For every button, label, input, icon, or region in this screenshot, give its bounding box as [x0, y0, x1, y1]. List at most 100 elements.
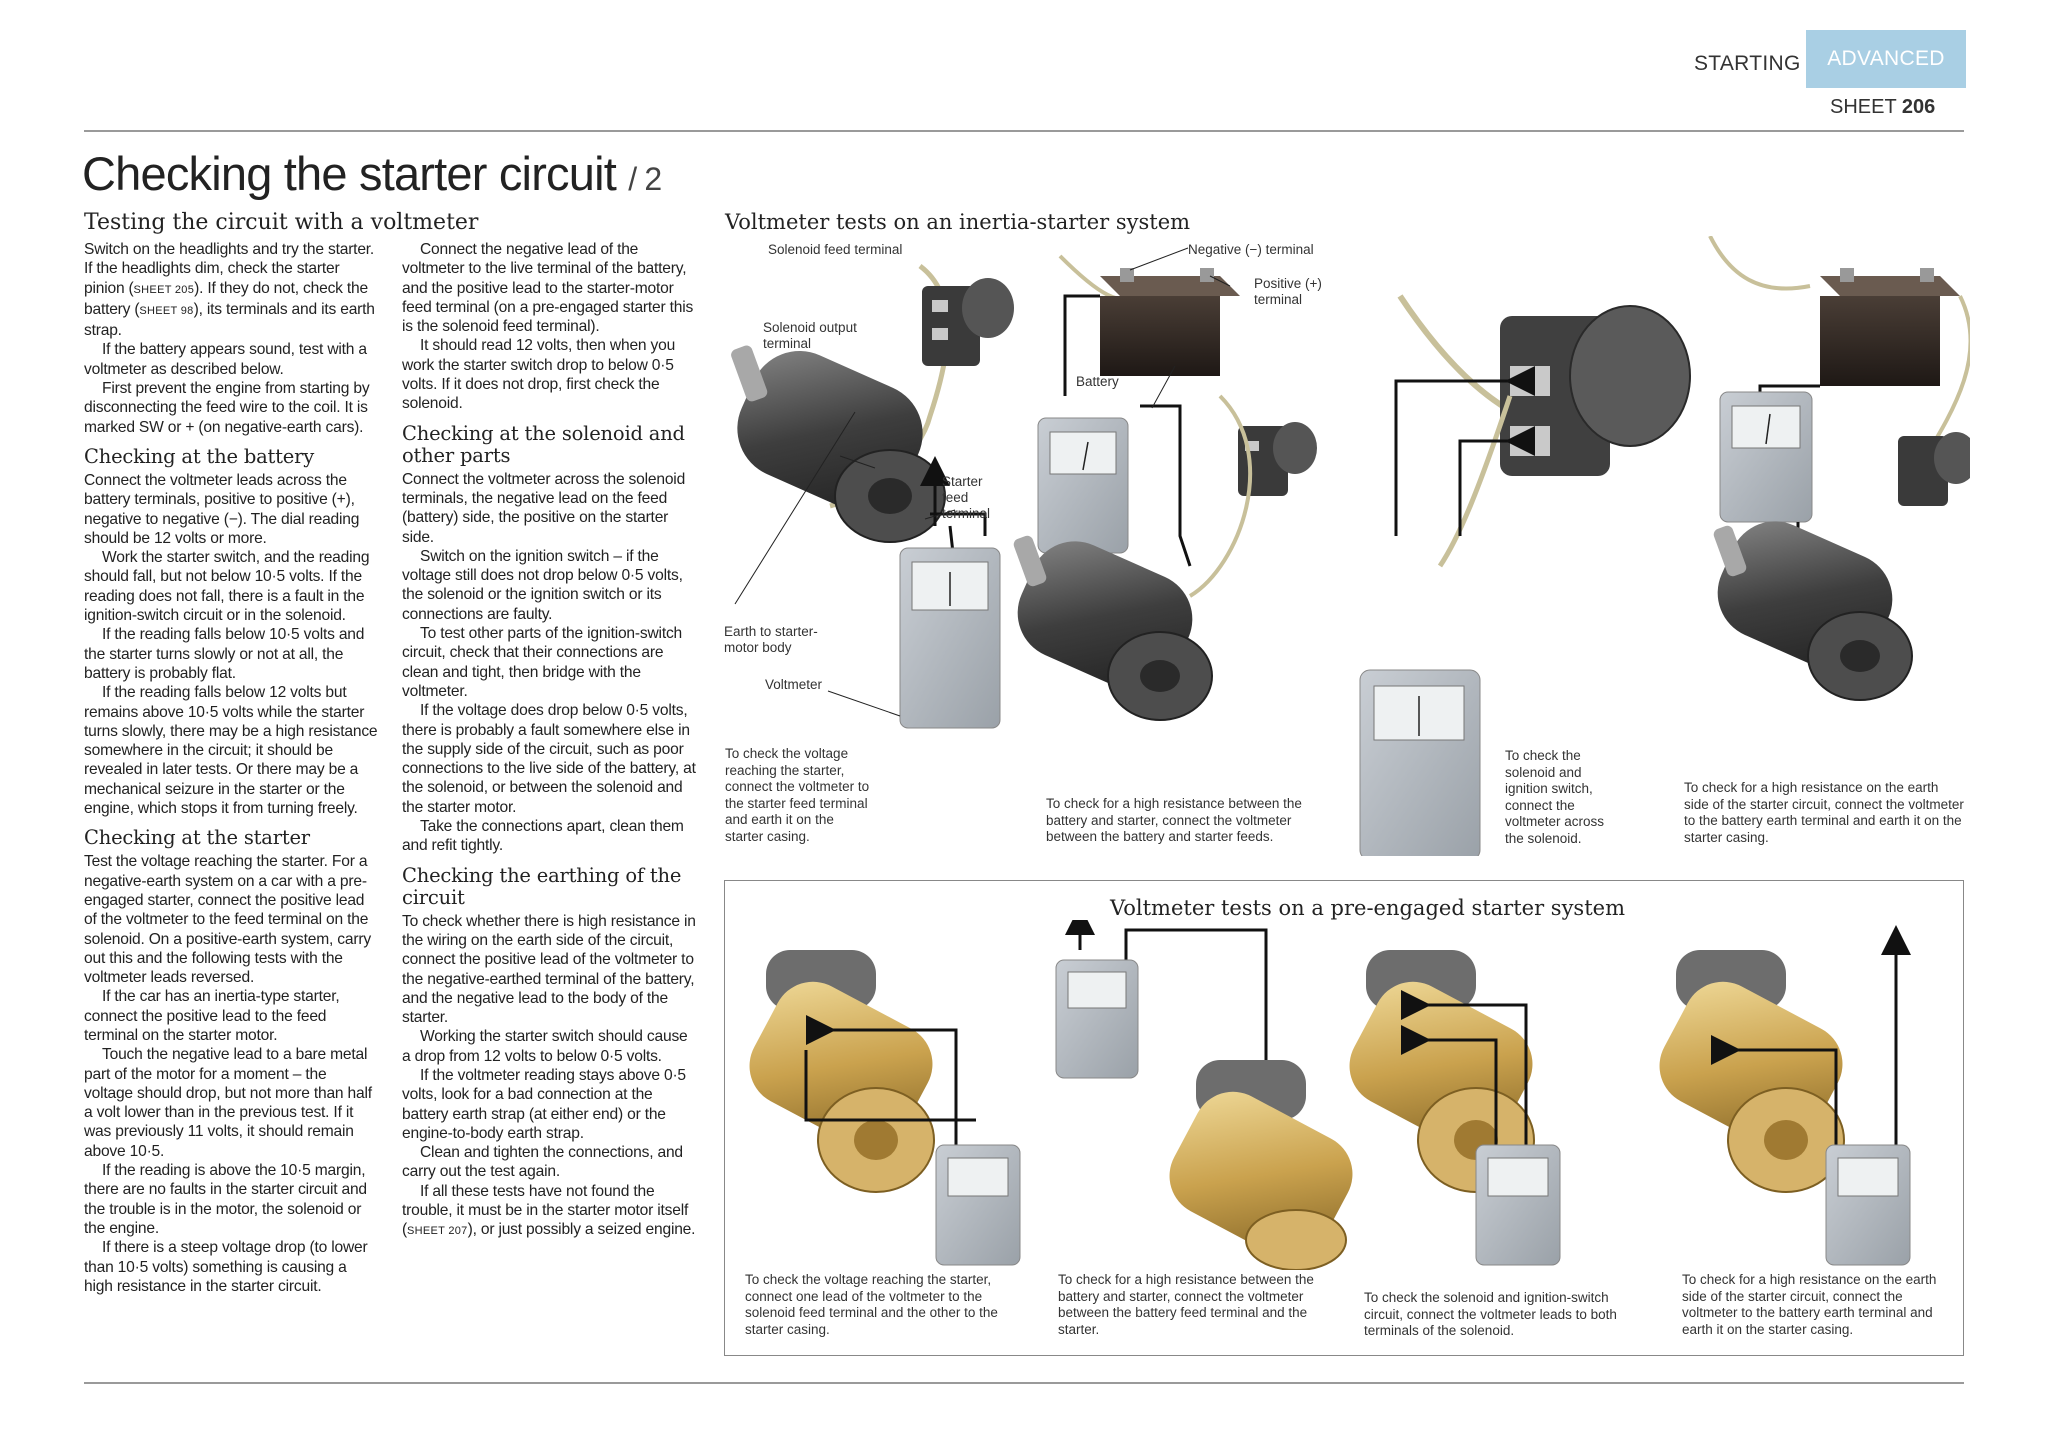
lead-wire — [1401, 1025, 1498, 1160]
text-column-1: Switch on the headlights and try the sta… — [84, 240, 378, 1296]
pre-panel-2 — [1055, 920, 1353, 1270]
starter-paragraph: Connect the negative lead of the voltmet… — [402, 241, 694, 336]
starter-heading: Checking at the starter — [84, 826, 310, 850]
inertia-caption-4: To check for a high resistance on the ea… — [1684, 780, 1964, 845]
lead-wire — [804, 1050, 976, 1122]
starter-motor-illustration — [1713, 521, 1913, 701]
sheet-ref-205[interactable]: SHEET 205 — [133, 283, 195, 296]
article-heading: Testing the circuit with a voltmeter — [84, 210, 479, 235]
starter-motor-illustration — [1169, 1060, 1353, 1270]
panel-1-voltage-at-starter — [731, 264, 1014, 729]
label-battery: Battery — [1076, 374, 1119, 389]
inertia-caption-2: To check for a high resistance between t… — [1046, 796, 1302, 844]
voltmeter-illustration — [1055, 959, 1139, 1079]
label-voltmeter: Voltmeter — [765, 677, 823, 692]
pre-engaged-figure-box — [724, 880, 1964, 1356]
inertia-caption-1: To check the voltage reaching the starte… — [725, 746, 870, 844]
page-title: Checking the starter circuit / 2 — [82, 146, 662, 201]
pre-caption-3: To check the solenoid and ignition-switc… — [1364, 1290, 1617, 1338]
inertia-illustrations — [731, 236, 1970, 856]
solenoid-paragraph: Switch on the ignition switch – if the v… — [402, 547, 683, 623]
earthing-paragraph: Clean and tighten the connections, and c… — [402, 1144, 683, 1181]
voltmeter-illustration — [1825, 1144, 1911, 1266]
battery-heading: Checking at the battery — [84, 444, 315, 468]
label-starter-feed: Starter feed terminal — [942, 474, 991, 521]
earthing-paragraph: If all these tests have not found the tr… — [402, 1182, 696, 1239]
solenoid-paragraph: Take the connections apart, clean them a… — [402, 818, 684, 855]
leader-line — [1151, 365, 1176, 409]
header-divider — [84, 130, 1964, 132]
cable — [1437, 395, 1513, 568]
label-negative-terminal: Negative (−) terminal — [1188, 242, 1314, 257]
voltmeter-illustration — [1475, 1144, 1561, 1266]
solenoid-heading: Checking at the solenoid and other parts — [402, 421, 685, 467]
starter-paragraph: Test the voltage reaching the starter. F… — [84, 853, 371, 987]
lead-wire — [1394, 366, 1535, 536]
cable — [1708, 236, 1811, 291]
earthing-paragraph: To check whether there is high resistanc… — [402, 912, 696, 1027]
intro-paragraph-1: Switch on the headlights and try the sta… — [84, 241, 375, 340]
sheet-label: SHEET — [1830, 96, 1897, 118]
pre-engaged-figure-title: Voltmeter tests on a pre-engaged starter… — [1110, 896, 1625, 920]
solenoid-paragraph: If the voltage does drop below 0·5 volts… — [402, 702, 696, 816]
tab-advanced[interactable]: ADVANCED — [1806, 30, 1966, 88]
pre-caption-1: To check the voltage reaching the starte… — [745, 1272, 998, 1337]
starter-motor-illustration — [731, 345, 946, 543]
leader-line — [839, 455, 876, 469]
leader-line — [1129, 247, 1189, 271]
earthing-paragraph: If the voltmeter reading stays above 0·5… — [402, 1066, 686, 1142]
intro-paragraph-3: First prevent the engine from starting b… — [84, 380, 370, 436]
starter-motor-illustration — [749, 950, 935, 1193]
battery-paragraph: Connect the voltmeter leads across the b… — [84, 471, 360, 547]
pre-panel-1 — [749, 950, 1021, 1266]
voltmeter-illustration — [1359, 669, 1481, 856]
leader-line — [827, 690, 901, 717]
battery-illustration — [1820, 268, 1960, 386]
page-title-text: Checking the starter circuit — [82, 147, 617, 200]
pre-caption-2: To check for a high resistance between t… — [1058, 1272, 1314, 1337]
voltmeter-illustration — [1037, 417, 1129, 554]
battery-paragraph: Work the starter switch, and the reading… — [84, 549, 370, 625]
starter-paragraph: If there is a steep voltage drop (to low… — [84, 1239, 368, 1295]
starter-paragraph: If the car has an inertia-type starter, … — [84, 988, 340, 1044]
pre-panel-3 — [1349, 950, 1561, 1266]
sheet-ref-98[interactable]: SHEET 98 — [139, 304, 194, 317]
starter-paragraph: If the reading is above the 10·5 margin,… — [84, 1162, 367, 1237]
sheet-ref-207[interactable]: SHEET 207 — [407, 1225, 468, 1238]
leader-line — [1209, 275, 1231, 287]
lead-wire — [1124, 928, 1268, 1110]
sheet-number: 206 — [1901, 96, 1936, 118]
starter-paragraph: Touch the negative lead to a bare metal … — [84, 1046, 372, 1160]
label-solenoid-output: Solenoid output terminal — [763, 320, 857, 351]
label-earth: Earth to starter-motor body — [724, 624, 818, 655]
solenoid-illustration — [1898, 432, 1970, 506]
tab-starting[interactable]: STARTING — [1694, 52, 1801, 75]
lead-wire — [1401, 990, 1528, 1160]
pre-panel-4 — [1659, 925, 1911, 1266]
earthing-paragraph: Working the starter switch should cause … — [402, 1028, 688, 1065]
panel-2-battery-to-starter — [1013, 247, 1317, 721]
leader-line — [924, 509, 956, 520]
sheet-indicator: SHEET 206 — [1830, 96, 1935, 119]
battery-illustration — [1100, 268, 1240, 376]
solenoid-illustration — [922, 278, 1014, 366]
inertia-caption-3: To check the solenoid and ignition switc… — [1505, 748, 1605, 846]
starter-motor-illustration — [1013, 535, 1213, 721]
page-title-part: / 2 — [628, 161, 662, 197]
pre-caption-4: To check for a high resistance on the ea… — [1682, 1272, 1937, 1337]
lead-wire — [1458, 426, 1535, 536]
earthing-heading: Checking the earthing of the circuit — [402, 863, 682, 909]
lead-wire — [1063, 294, 1100, 396]
voltmeter-illustration — [935, 1144, 1021, 1266]
label-positive-terminal: Positive (+) terminal — [1254, 276, 1322, 307]
solenoid-paragraph: Connect the voltmeter across the solenoi… — [402, 470, 686, 546]
pre-engaged-illustrations — [749, 920, 1911, 1270]
lead-wire — [1140, 404, 1192, 567]
footer-divider — [84, 1382, 1964, 1384]
solenoid-paragraph: To test other parts of the ignition-swit… — [402, 625, 683, 700]
solenoid-illustration — [1500, 305, 1691, 476]
lead-wire — [806, 1015, 958, 1160]
lead-wire — [1711, 1035, 1838, 1160]
lead-wire — [930, 512, 987, 536]
leader-line — [734, 411, 856, 605]
